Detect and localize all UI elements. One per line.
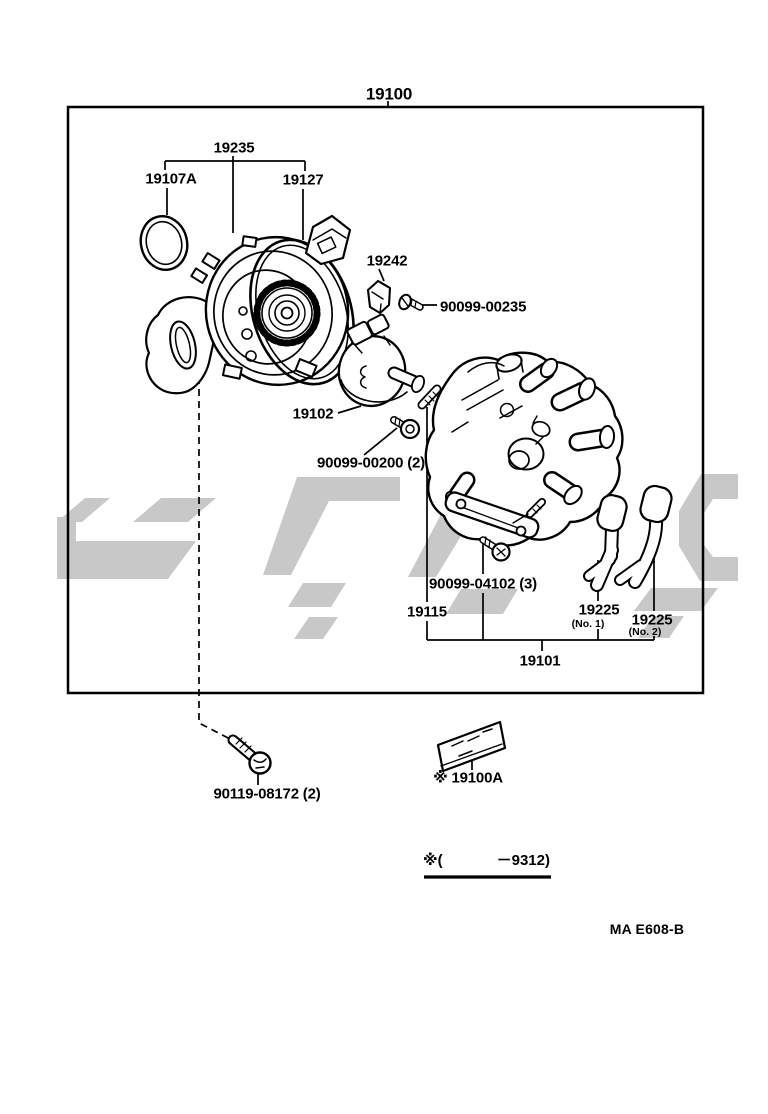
- o-ring-drawing: [139, 215, 189, 271]
- housing-connector-drawing: [304, 214, 352, 266]
- document-code: MA E608-B: [609, 921, 685, 937]
- note-prefix: ※(: [423, 852, 443, 869]
- part-label-19225-no1-sub: (No. 1): [571, 617, 605, 630]
- drive-gear-drawing: [253, 279, 321, 347]
- note-suffix: －9312): [496, 852, 550, 869]
- mounting-bolt-drawing: [227, 734, 272, 775]
- part-label-19225-no2-sub: (No. 2): [628, 625, 662, 638]
- part-label-19101: 19101: [519, 652, 561, 670]
- diagram-frame: [66, 105, 705, 695]
- distributor-housing-drawing: [145, 214, 355, 395]
- part-label-90099-00235: 90099-00235: [440, 298, 527, 316]
- part-label-19242: 19242: [366, 252, 408, 270]
- part-label-19127: 19127: [282, 171, 324, 189]
- part-label-19225-no1: 19225: [578, 601, 620, 619]
- screw-90099-00200-drawing: [390, 416, 421, 440]
- part-label-90099-04102: 90099-04102 (3): [429, 575, 537, 593]
- screw-90099-00235-drawing: [398, 293, 424, 311]
- cap-clamp-drawing: [444, 491, 540, 539]
- part-label-90119-08172: 90119-08172 (2): [213, 785, 321, 803]
- part-label-19225-no2: 19225: [631, 611, 673, 629]
- part-label-19100a: ※ 19100A: [433, 769, 503, 787]
- leader-lines: [164, 101, 655, 879]
- housing-gasket-drawing: [249, 238, 355, 386]
- cam-sensor-drawing: [366, 279, 392, 315]
- spark-plug-wire-no1-drawing: [583, 494, 628, 592]
- distributor-cap-drawing: [424, 351, 624, 547]
- dowel-pin-drawing: [417, 384, 442, 410]
- spec-label-plate-drawing: [436, 720, 507, 773]
- part-label-19115: 19115: [407, 603, 447, 621]
- part-label-90099-00200: 90099-00200 (2): [317, 454, 425, 472]
- applicability-note: ※( －9312): [423, 853, 550, 872]
- spark-plug-wire-no2-drawing: [614, 484, 673, 589]
- part-label-19102: 19102: [292, 405, 334, 423]
- assembly-number-label: 19100: [365, 84, 413, 104]
- part-label-19107a: 19107A: [145, 170, 197, 188]
- screw-90099-04102-drawing: [479, 536, 511, 562]
- part-label-19235: 19235: [213, 139, 255, 157]
- rotor-drawing: [337, 313, 425, 408]
- watermark-logo: [57, 474, 738, 639]
